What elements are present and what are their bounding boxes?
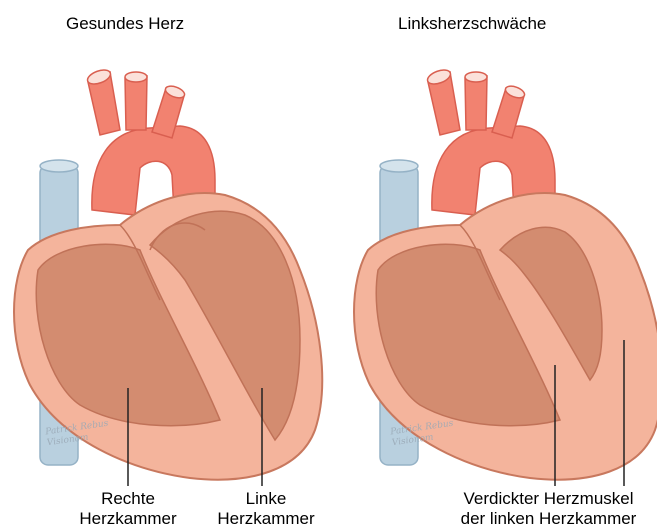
- label-right-ventricle: Rechte Herzkammer: [62, 489, 194, 529]
- label-thickened-muscle: Verdickter Herzmuskel der linken Herzkam…: [440, 489, 657, 529]
- label-line: Rechte: [62, 489, 194, 509]
- label-line: Herzkammer: [200, 509, 332, 529]
- label-left-ventricle: Linke Herzkammer: [200, 489, 332, 529]
- label-line: Linke: [200, 489, 332, 509]
- label-line: Herzkammer: [62, 509, 194, 529]
- healthy-heart: [14, 67, 322, 486]
- label-line: Verdickter Herzmuskel: [440, 489, 657, 509]
- label-line: der linken Herzkammer: [440, 509, 657, 529]
- failing-heart: [354, 67, 657, 486]
